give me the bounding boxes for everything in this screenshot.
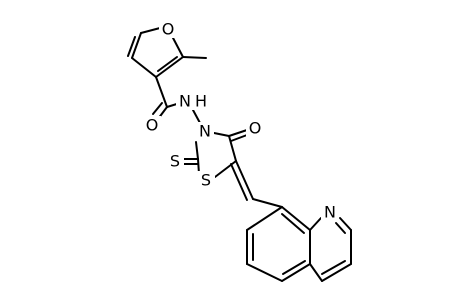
ring-nitrogen-label: N [199,122,211,141]
bond-c6-c5q [246,263,283,282]
bond-s1-c5 [214,160,237,178]
bond-furan-c5-c4 [131,32,142,59]
atom-amide-oxygen: O [143,116,161,135]
bond-n1-c2q-inner [335,222,346,234]
bond-c8-c7 [246,206,283,231]
bond-c3q-c4q-inner [321,260,346,275]
atom-amide-nitrogen: N [176,92,194,111]
bond-c8a-n1 [309,217,322,231]
atom-ketone-oxygen: O [246,119,264,138]
bond-furan-c3-c2-double [157,56,178,72]
bond-furan-o-c5 [140,27,161,34]
amide-oxygen-label: O [146,116,159,135]
bond-c5q-c4a-inner [282,260,306,275]
bond-furan-c2-o [171,35,184,58]
bond-n1-c2q [339,217,352,231]
bond-furan-c3-c2 [155,56,184,78]
bond-c5q-c4a [281,263,311,282]
bond-furan-c4-c3 [131,57,157,78]
atom-ring-nitrogen: N [196,122,214,141]
thione-sulfur-label: S [170,152,180,171]
atom-labels: O O N H N O S S [143,20,339,222]
bond-c5-ch [235,160,254,200]
bond-c5-c4 [228,135,237,162]
bond-ch-c8 [252,198,283,208]
ketone-oxygen-label: O [249,119,262,138]
bond-n-c2 [195,141,199,160]
bond-furan-c5-c4-double [127,36,136,57]
atom-ring-sulfur: S [197,171,215,190]
nh-hydrogen-label: H [195,92,207,111]
bond-c8a-c8 [281,206,311,231]
furan-oxygen-label: O [162,20,175,39]
bond-nh-n [192,109,201,124]
bond-c5-ch-double [230,163,248,201]
bond-carbonyl-o-double [152,102,163,115]
quinoline-nitrogen-label: N [324,203,336,222]
ring-sulfur-label: S [201,171,211,190]
bond-c3-carbonyl [155,76,168,108]
atom-furan-oxygen: O [159,20,177,39]
bond-c4-ketone [228,129,248,137]
bond-methyl [182,56,207,59]
atom-quinoline-nitrogen: N [321,203,339,222]
bonds [127,27,352,282]
atom-nh-hydrogen: H [193,92,209,111]
atom-thione-sulfur: S [166,152,184,171]
amide-nitrogen-label: N [179,92,191,111]
bond-c3q-c4q [321,263,352,282]
bond-c4-ketone-double [230,134,248,142]
bond-c8a-c8-inner [281,213,305,234]
bond-c4-n [213,132,230,137]
bond-c4q-c4a [309,263,323,282]
